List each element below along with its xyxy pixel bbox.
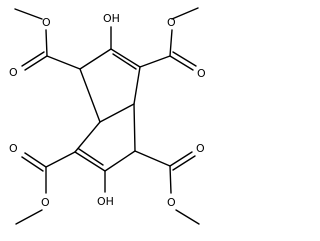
bond: [45, 151, 76, 168]
bond: [169, 165, 172, 194]
carbonyl-bond: [172, 51, 197, 67]
bond: [110, 48, 141, 68]
bond: [74, 151, 106, 172]
bond: [169, 29, 173, 57]
bond: [171, 7, 199, 20]
carbonyl-bond: [24, 55, 48, 71]
bond: [79, 68, 101, 123]
double-bond-inner: [78, 148, 104, 166]
carbonyl-bond: [21, 51, 45, 67]
ether-oxygen-label: O: [167, 16, 176, 29]
bond: [45, 29, 48, 57]
bond: [133, 103, 136, 152]
bond: [134, 150, 171, 167]
bond: [133, 66, 141, 105]
ester-bottom-right: O O: [134, 142, 205, 225]
hydroxyl-top: OH: [103, 12, 120, 50]
ether-oxygen-label: O: [167, 196, 176, 209]
ether-oxygen-label: O: [42, 16, 51, 29]
carbonyl-oxygen-label: O: [196, 142, 205, 155]
ester-top-left: O O: [9, 8, 81, 79]
hydroxyl-bottom: OH: [97, 170, 114, 208]
bond: [139, 55, 171, 68]
carbonyl-bond: [24, 152, 47, 168]
carbonyl-oxygen-label: O: [197, 67, 206, 80]
carbonyl-bond: [21, 156, 44, 172]
carbonyl-oxygen-label: O: [9, 66, 18, 79]
carbonyl-oxygen-label: O: [9, 142, 18, 155]
bond: [46, 55, 81, 70]
carbonyl-bond: [169, 55, 194, 71]
bond: [175, 209, 200, 225]
bond: [79, 48, 112, 70]
hydroxyl-label: OH: [103, 12, 120, 25]
carbonyl-bond: [169, 151, 193, 167]
bicyclic-core: [74, 48, 141, 172]
chemical-structure: OH OH O O O O O O O: [9, 7, 206, 225]
bond: [99, 103, 135, 123]
carbonyl-bond: [172, 155, 196, 171]
ester-top-right: O O: [139, 7, 206, 80]
bond: [104, 150, 136, 172]
bond: [74, 121, 101, 153]
ester-bottom-left: O O: [9, 142, 76, 225]
bond: [15, 209, 43, 225]
bond: [14, 8, 43, 20]
hydroxyl-label: OH: [97, 195, 114, 208]
ether-oxygen-label: O: [41, 196, 50, 209]
double-bond-inner: [112, 53, 137, 70]
